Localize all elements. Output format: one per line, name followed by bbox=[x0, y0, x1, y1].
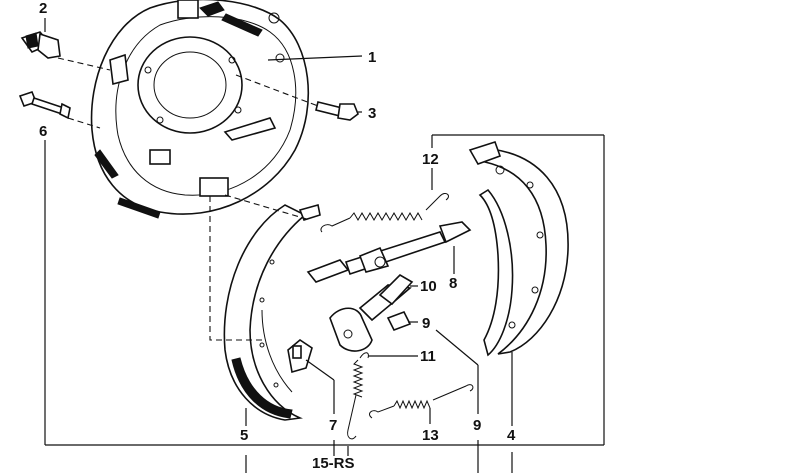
callout-10: 10 bbox=[420, 278, 437, 295]
leader-lines bbox=[44, 18, 605, 473]
callout-2: 2 bbox=[39, 0, 47, 17]
lower-return-spring bbox=[369, 384, 474, 419]
callout-11: 11 bbox=[420, 348, 436, 365]
callout-15-rs: 15-RS bbox=[312, 455, 355, 472]
bleeder-cap bbox=[20, 31, 61, 59]
backing-plate bbox=[90, 0, 310, 219]
adjuster-lever bbox=[329, 273, 414, 352]
callout-6: 6 bbox=[39, 123, 47, 140]
callout-13: 13 bbox=[422, 427, 439, 444]
callout-3: 3 bbox=[368, 105, 376, 122]
brake-shoe-right bbox=[468, 141, 569, 357]
callout-labels: 1 2 3 4 5 6 7 8 9 9 10 11 12 13 15-RS bbox=[39, 0, 516, 472]
callout-9-upper: 9 bbox=[422, 315, 430, 332]
callout-7: 7 bbox=[329, 417, 337, 434]
mounting-bolt-3 bbox=[315, 101, 359, 121]
retaining-pin bbox=[386, 310, 412, 332]
brake-shoe-left bbox=[223, 203, 321, 421]
callout-8: 8 bbox=[449, 275, 457, 292]
callout-5: 5 bbox=[240, 427, 248, 444]
mounting-bolt-6 bbox=[18, 91, 71, 120]
callout-4: 4 bbox=[507, 427, 516, 444]
callout-9-lower: 9 bbox=[473, 417, 481, 434]
adjuster-rod bbox=[306, 221, 472, 283]
callout-12: 12 bbox=[422, 151, 439, 168]
upper-return-spring bbox=[320, 193, 449, 233]
retaining-clip bbox=[287, 339, 313, 374]
adjuster-spring bbox=[347, 352, 369, 440]
callout-1: 1 bbox=[368, 49, 376, 66]
